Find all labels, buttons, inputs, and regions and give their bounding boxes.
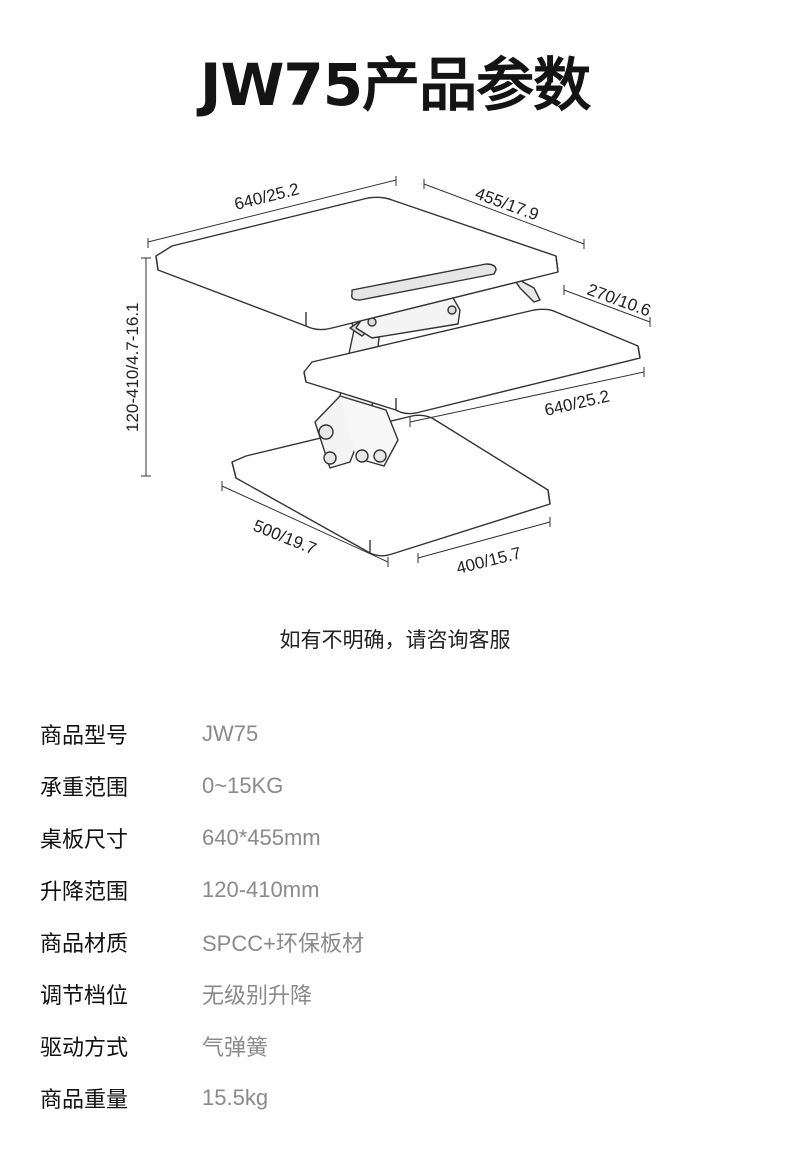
contact-note: 如有不明确，请咨询客服 [279,628,511,652]
spec-label: 桌板尺寸 [40,828,129,853]
spec-label: 承重范围 [40,776,129,801]
dim-base-depth: 400/15.7 [454,543,523,577]
spec-label: 升降范围 [40,880,129,905]
page-title: JW75产品参数 [199,51,591,119]
base-plate [231,414,551,557]
spec-value: 15.5kg [202,1085,269,1110]
spec-row-board-size: 桌板尺寸 640*455mm [40,812,760,864]
spec-value: 0~15KG [202,773,284,798]
riser-bracket [355,275,541,339]
spec-value: SPCC+环保板材 [202,931,364,956]
spec-row-weight: 商品重量 15.5kg [40,1072,760,1124]
spec-row-material: 商品材质 SPCC+环保板材 [40,916,760,968]
dim-height-range: 120-410/4.7-16.1 [123,303,142,433]
spec-label: 调节档位 [40,984,129,1009]
spec-row-adjustment: 调节档位 无级别升降 [40,968,760,1020]
desk-top [155,196,559,331]
spec-value: 640*455mm [202,825,321,850]
spec-table: 商品型号 JW75 承重范围 0~15KG 桌板尺寸 640*455mm 升降范… [40,708,760,1124]
spec-label: 商品重量 [40,1088,129,1113]
spec-value: 120-410mm [202,877,320,902]
keyboard-tray [303,308,641,415]
spec-value: 气弹簧 [202,1035,269,1060]
spec-row-lift-range: 升降范围 120-410mm [40,864,760,916]
spec-label: 商品材质 [40,932,129,957]
dim-keyboard-depth: 270/10.6 [585,280,654,320]
spec-row-model: 商品型号 JW75 [40,708,760,760]
spec-value: JW75 [202,721,259,746]
product-dimension-diagram: 640/25.2 455/17.9 270/10.6 640/25.2 120-… [123,176,654,578]
dim-base-width: 500/19.7 [251,516,319,558]
spec-row-load: 承重范围 0~15KG [40,760,760,812]
spec-value: 无级别升降 [202,983,313,1008]
spec-label: 商品型号 [40,724,129,749]
spec-row-drive: 驱动方式 气弹簧 [40,1020,760,1072]
dim-top-width: 640/25.2 [232,179,301,213]
dim-top-depth: 455/17.9 [473,184,542,224]
spec-label: 驱动方式 [40,1036,129,1061]
